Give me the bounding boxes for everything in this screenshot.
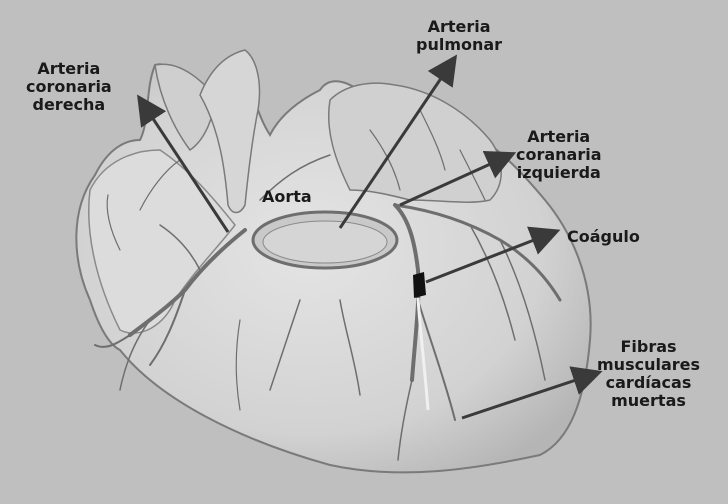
aorta-opening-inner (263, 221, 387, 263)
label-fibras-musculares: Fibras musculares cardíacas muertas (597, 338, 700, 410)
clot (413, 272, 426, 298)
label-arteria-coronaria-derecha: Arteria coronaria derecha (26, 60, 112, 114)
label-aorta: Aorta (262, 188, 312, 206)
label-arteria-coronaria-izquierda: Arteria coranaria izquierda (516, 128, 602, 182)
label-coagulo: Coágulo (567, 228, 640, 246)
label-arteria-pulmonar: Arteria pulmonar (416, 18, 502, 54)
